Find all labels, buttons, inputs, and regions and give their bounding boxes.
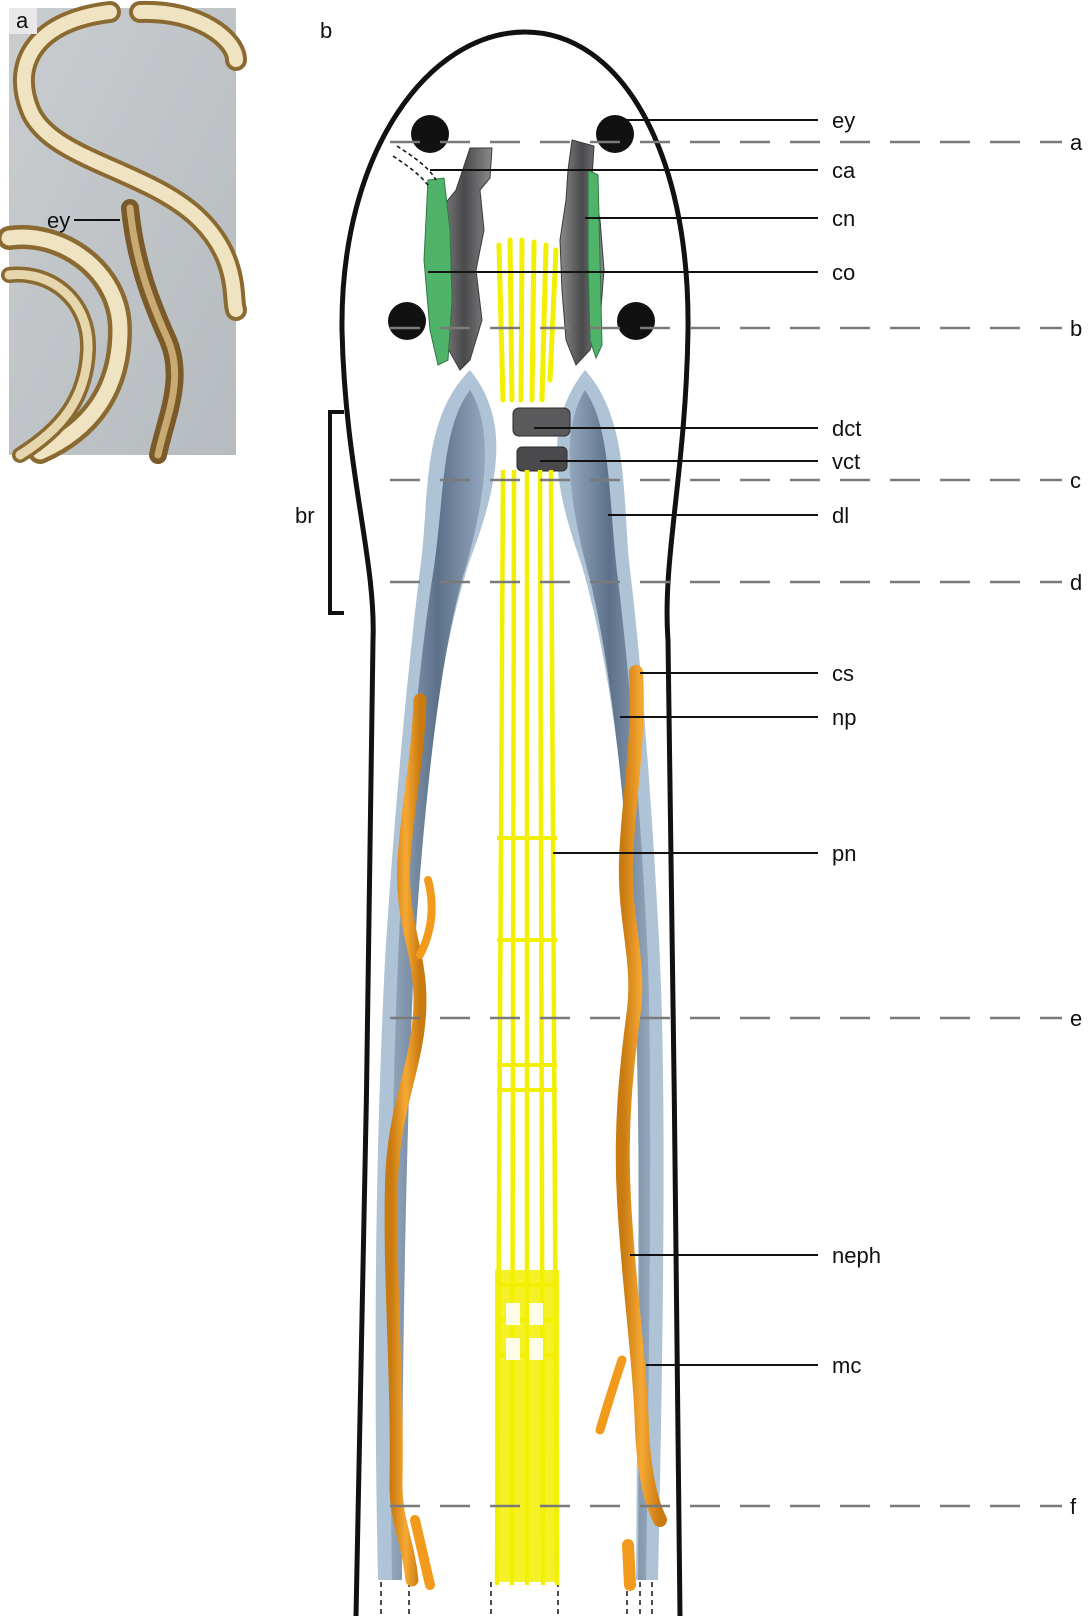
cerebral-organ-right xyxy=(588,170,602,358)
label-dct: dct xyxy=(832,416,861,441)
section-label-a: a xyxy=(1070,130,1083,155)
label-br: br xyxy=(295,503,315,528)
panel-a: a ey xyxy=(9,8,236,455)
label-cs: cs xyxy=(832,661,854,686)
photo-ey-label: ey xyxy=(47,208,70,233)
label-vct: vct xyxy=(832,449,860,474)
nerve-system xyxy=(495,240,559,1585)
section-label-d: d xyxy=(1070,570,1082,595)
section-label-b: b xyxy=(1070,316,1082,341)
label-neph: neph xyxy=(832,1243,881,1268)
panel-b-label: b xyxy=(320,18,332,43)
nerve-cord-posterior xyxy=(495,1270,559,1582)
cut-dashes xyxy=(381,1582,652,1616)
dorsal-commissure xyxy=(513,408,570,436)
eye-anterior-left xyxy=(411,115,449,153)
label-mc: mc xyxy=(832,1353,861,1378)
label-ey: ey xyxy=(832,108,855,133)
muscle-left-inner xyxy=(390,390,485,1580)
eye-posterior-right xyxy=(617,302,655,340)
eye-posterior-left xyxy=(388,302,426,340)
label-cn: cn xyxy=(832,206,855,231)
label-np: np xyxy=(832,705,856,730)
section-labels: a b c d e f xyxy=(1070,130,1083,1519)
label-co: co xyxy=(832,260,855,285)
section-label-e: e xyxy=(1070,1006,1082,1031)
panel-a-label: a xyxy=(16,8,29,33)
label-pn: pn xyxy=(832,841,856,866)
structure-labels: ey ca cn co dct vct dl cs np pn neph mc xyxy=(832,108,881,1378)
cephalic-nerves xyxy=(499,240,556,400)
label-ca: ca xyxy=(832,158,856,183)
section-label-f: f xyxy=(1070,1494,1077,1519)
brain-region-bracket xyxy=(330,412,344,613)
label-dl: dl xyxy=(832,503,849,528)
section-lines xyxy=(390,142,1062,1506)
ventral-commissure xyxy=(517,447,567,471)
section-label-c: c xyxy=(1070,468,1081,493)
